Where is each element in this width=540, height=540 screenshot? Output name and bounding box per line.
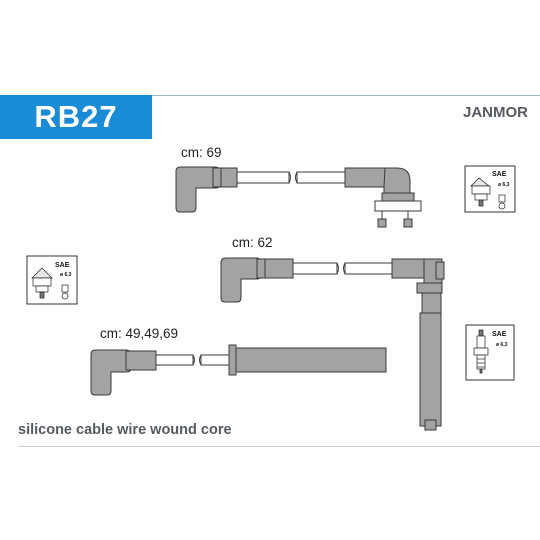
sae-standard-label: SAE xyxy=(55,262,70,269)
boot-collar xyxy=(256,258,294,279)
terminal-diameter-label: ø 6,3 xyxy=(60,272,72,278)
footer-rule xyxy=(18,446,540,447)
cable-segment xyxy=(292,262,338,275)
cable-segment xyxy=(236,171,290,184)
cable-segment xyxy=(344,262,393,275)
right-angle-boot-icon xyxy=(383,167,411,194)
spark-plug-boot-body xyxy=(235,347,387,373)
boot-collar xyxy=(344,167,386,188)
cable-segment xyxy=(296,171,346,184)
ignition-lead-3 xyxy=(90,344,387,396)
boot-flange xyxy=(228,344,237,376)
sae-standard-label: SAE xyxy=(492,171,507,178)
sae-standard-label: SAE xyxy=(492,331,507,338)
terminal-bracket xyxy=(374,200,422,212)
part-number-badge: RB27 xyxy=(0,95,152,139)
product-description: silicone cable wire wound core xyxy=(18,422,232,438)
cable-segment xyxy=(155,354,194,366)
brand-name: JANMOR xyxy=(462,104,528,121)
ignition-lead-2 xyxy=(220,257,445,431)
lead-length-label-2: cm: 62 xyxy=(232,235,273,250)
straight-boot-icon xyxy=(220,257,262,303)
connector-icon-spark-plug: SAE ø 6,3 xyxy=(465,324,515,381)
cable-segment xyxy=(200,354,230,366)
connector-icon-distributor-right: SAE ø 6,3 xyxy=(464,165,516,213)
boot-collar xyxy=(391,258,425,279)
boot-collar xyxy=(125,350,157,371)
terminal-diameter-label: ø 6,3 xyxy=(496,342,508,348)
terminal-diameter-label: ø 6,3 xyxy=(498,182,510,188)
header-rule xyxy=(152,95,540,96)
straight-boot-icon xyxy=(90,349,132,396)
boot-base xyxy=(381,192,415,202)
spark-plug-boot-body xyxy=(419,312,442,427)
connector-icon-distributor-left: SAE ø 6,3 xyxy=(26,255,78,305)
ignition-lead-1 xyxy=(175,166,422,228)
lead-length-label-1: cm: 69 xyxy=(181,145,222,160)
lead-length-label-3: cm: 49,49,69 xyxy=(100,326,179,341)
boot-collar xyxy=(212,167,238,188)
